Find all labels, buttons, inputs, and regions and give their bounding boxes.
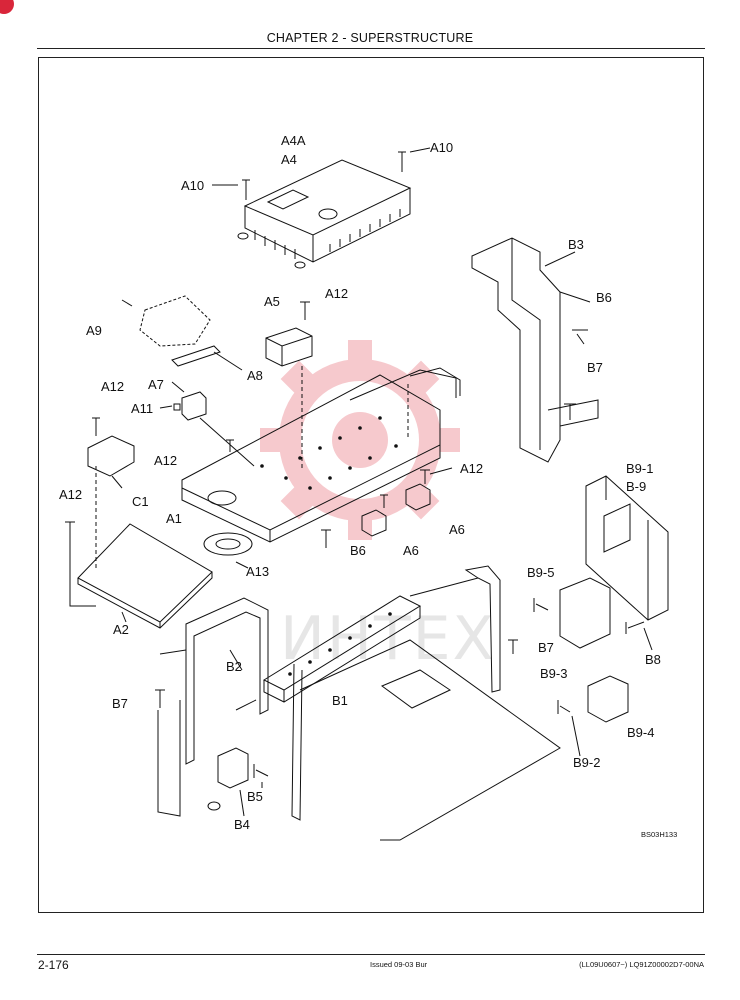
callout-a7: A7 [148, 377, 164, 392]
callout-b9-2: B9-2 [573, 755, 600, 770]
figure-code: BS03H133 [641, 830, 677, 839]
callout-b9: B-9 [626, 479, 646, 494]
callout-a11: A11 [131, 401, 153, 416]
callout-b9-1: B9-1 [626, 461, 653, 476]
callout-a13: A13 [246, 564, 269, 579]
plate-a2 [77, 523, 213, 629]
floor-opening [380, 669, 452, 709]
unit-b9-3 [559, 577, 611, 649]
callout-b7-top: B7 [587, 360, 603, 375]
chapter-title: CHAPTER 2 - SUPERSTRUCTURE [266, 31, 474, 45]
bolt-b8 [625, 621, 645, 634]
bolt-a10-left [242, 179, 250, 200]
grommet-a13 [203, 532, 253, 556]
callout-a4: A4 [281, 152, 297, 167]
callout-c1: C1 [132, 494, 149, 509]
callout-b4: B4 [234, 817, 250, 832]
bolt-b6-mid [321, 529, 331, 548]
bolt-b7-mid [508, 639, 518, 654]
callout-b2: B2 [226, 659, 242, 674]
callout-b7-left: B7 [112, 696, 128, 711]
relay-a7 [181, 391, 207, 421]
bolt-a12-c1 [92, 417, 100, 436]
document-code: (LL09U0607~) LQ91Z00002D7-00NA [579, 960, 704, 969]
callout-a12-a5: A12 [325, 286, 348, 301]
controller-unit-a4 [237, 159, 412, 269]
bolt-b7-top [564, 403, 576, 420]
callout-a12-c1: A12 [101, 379, 124, 394]
callout-b3: B3 [568, 237, 584, 252]
callout-b6-top: B6 [596, 290, 612, 305]
callout-b6-mid: B6 [350, 543, 366, 558]
watermark-gear-logo [260, 340, 460, 540]
callout-a8: A8 [247, 368, 263, 383]
bolt-a12-right [420, 469, 430, 484]
plate-a8 [171, 345, 221, 367]
bracket-b9 [585, 475, 669, 621]
floor-plate [299, 639, 561, 841]
bolt-a9 [121, 299, 133, 307]
bolt-b5 [253, 764, 269, 778]
callout-a12-right: A12 [460, 461, 483, 476]
frame-left-post [157, 700, 181, 817]
page-number: 2-176 [38, 958, 69, 972]
callout-a1: A1 [166, 511, 182, 526]
issued-note: Issued 09-03 Bur [370, 960, 428, 969]
callout-a12-mid: A12 [154, 453, 177, 468]
figure-frame [38, 57, 704, 913]
callout-a9: A9 [86, 323, 102, 338]
relay-a6-right [405, 483, 431, 511]
frame-b1 [262, 565, 501, 821]
frame-b2 [159, 597, 269, 765]
bolt-b6-top [572, 329, 588, 345]
callout-a2: A2 [113, 622, 129, 637]
header-divider [37, 48, 705, 49]
callout-a6-right: A6 [449, 522, 465, 537]
callout-b8: B8 [645, 652, 661, 667]
clip-a11 [173, 403, 181, 411]
footer-divider [37, 954, 705, 955]
callout-a12-a2: A12 [59, 487, 82, 502]
bolt-a12-mid-lower [380, 494, 388, 508]
callout-b1: B1 [332, 693, 348, 708]
callout-a10-left: A10 [181, 178, 204, 193]
callout-a6-mid: A6 [403, 543, 419, 558]
unit-b9-4 [587, 675, 629, 723]
bolt-b7-left [155, 689, 165, 708]
callout-b7-mid: B7 [538, 640, 554, 655]
callout-b9-5: B9-5 [527, 565, 554, 580]
callout-a10-right: A10 [430, 140, 453, 155]
bolt-a12-a5 [300, 301, 310, 320]
connector-c1 [87, 435, 135, 477]
relay-a6-mid [361, 509, 387, 537]
engine-phantom [139, 295, 211, 347]
unit-b4 [217, 747, 249, 789]
bolt-a12-a2 [65, 521, 75, 540]
bolt-b9-5 [533, 598, 549, 612]
bolt-a12-a7 [226, 439, 234, 452]
callout-b9-3: B9-3 [540, 666, 567, 681]
page-corner-marker [0, 0, 14, 14]
bolt-a10-right [398, 151, 406, 172]
callout-a4a: A4A [281, 133, 306, 148]
mounting-plate-a1 [181, 367, 461, 543]
bolt-b9-2 [557, 700, 571, 714]
relay-a5 [265, 327, 313, 367]
callout-a5: A5 [264, 294, 280, 309]
callout-b9-4: B9-4 [627, 725, 654, 740]
bracket-b3 [471, 237, 599, 463]
callout-b5: B5 [247, 789, 263, 804]
